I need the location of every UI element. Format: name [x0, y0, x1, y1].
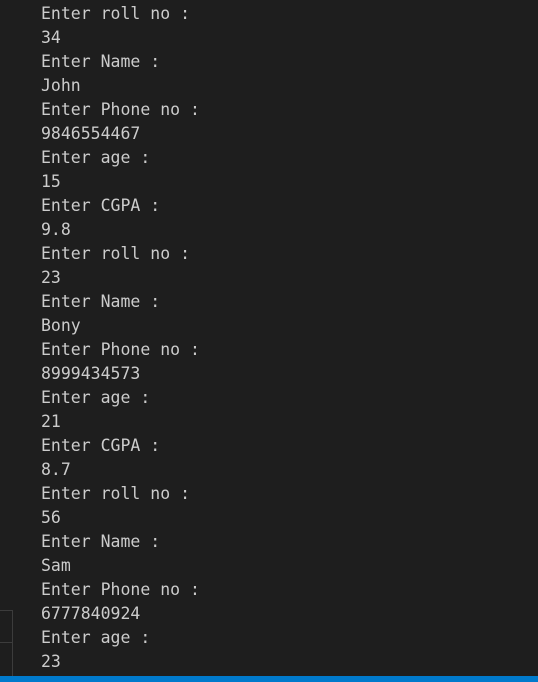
prompt-line: Enter roll no : [41, 484, 191, 503]
prompt-line: Enter CGPA : [41, 436, 161, 455]
input-line: Sam [41, 556, 71, 575]
prompt-line: Enter age : [41, 388, 151, 407]
status-bar [0, 676, 538, 682]
prompt-line: Enter Name : [41, 292, 161, 311]
input-line: 9846554467 [41, 124, 141, 143]
gutter-separator [0, 642, 12, 643]
input-line: 23 [41, 268, 61, 287]
prompt-line: Enter age : [41, 628, 151, 647]
left-gutter [0, 0, 12, 676]
gutter-divider [12, 610, 13, 676]
prompt-line: Enter roll no : [41, 244, 191, 263]
prompt-line: Enter Phone no : [41, 580, 200, 599]
input-line: 9.8 [41, 220, 71, 239]
gutter-separator [0, 610, 12, 611]
prompt-line: Enter Name : [41, 532, 161, 551]
input-line: John [41, 76, 81, 95]
prompt-line: Enter Phone no : [41, 100, 200, 119]
input-line: 23 [41, 652, 61, 671]
input-line: 21 [41, 412, 61, 431]
input-line: 15 [41, 172, 61, 191]
input-line: 34 [41, 28, 61, 47]
input-line: 56 [41, 508, 61, 527]
input-line: 8.7 [41, 460, 71, 479]
input-line: 8999434573 [41, 364, 141, 383]
input-line: 6777840924 [41, 604, 141, 623]
prompt-line: Enter age : [41, 148, 151, 167]
prompt-line: Enter CGPA : [41, 196, 161, 215]
terminal-output: Enter roll no : 34 Enter Name : John Ent… [41, 2, 200, 674]
input-line: Bony [41, 316, 81, 335]
prompt-line: Enter roll no : [41, 4, 191, 23]
prompt-line: Enter Name : [41, 52, 161, 71]
prompt-line: Enter Phone no : [41, 340, 200, 359]
